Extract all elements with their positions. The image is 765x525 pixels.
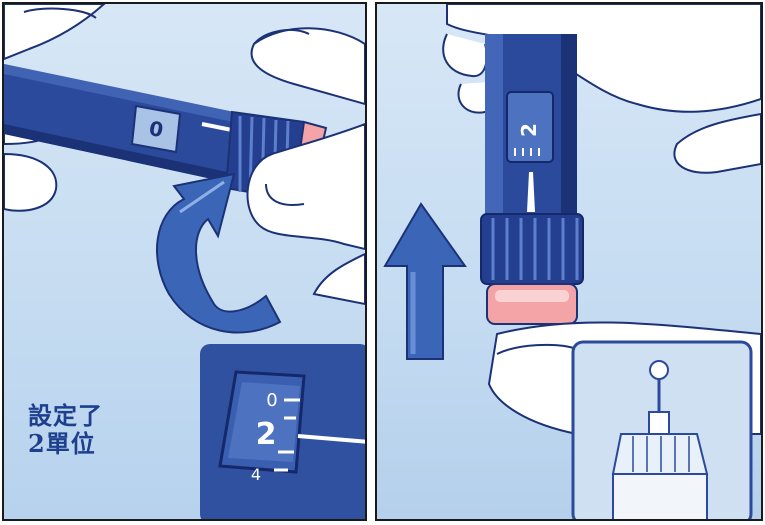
right-panel-hold-upright: 2 xyxy=(375,2,763,521)
hand-upper-left xyxy=(4,4,104,59)
caption-line-1: 設定了 xyxy=(28,402,103,430)
inset-scale-selected: 2 xyxy=(256,417,277,452)
finger-left-2 xyxy=(4,154,56,211)
caption-line-2: 2單位 xyxy=(28,430,103,458)
inset-scale-lower: 4 xyxy=(251,465,261,484)
dose-caption: 設定了 2單位 xyxy=(28,402,103,458)
insulin-drop xyxy=(650,361,668,379)
inset-scale-upper: 0 xyxy=(266,390,277,411)
pen-dial-ring xyxy=(481,214,583,284)
right-illustration: 2 xyxy=(377,4,761,519)
up-arrow-icon xyxy=(385,204,465,359)
hand-right-upper xyxy=(252,28,365,104)
pen-window-digit: 2 xyxy=(517,123,541,137)
left-panel-dial-dose: 0 0 2 4 設定了 2單位 xyxy=(2,2,367,521)
